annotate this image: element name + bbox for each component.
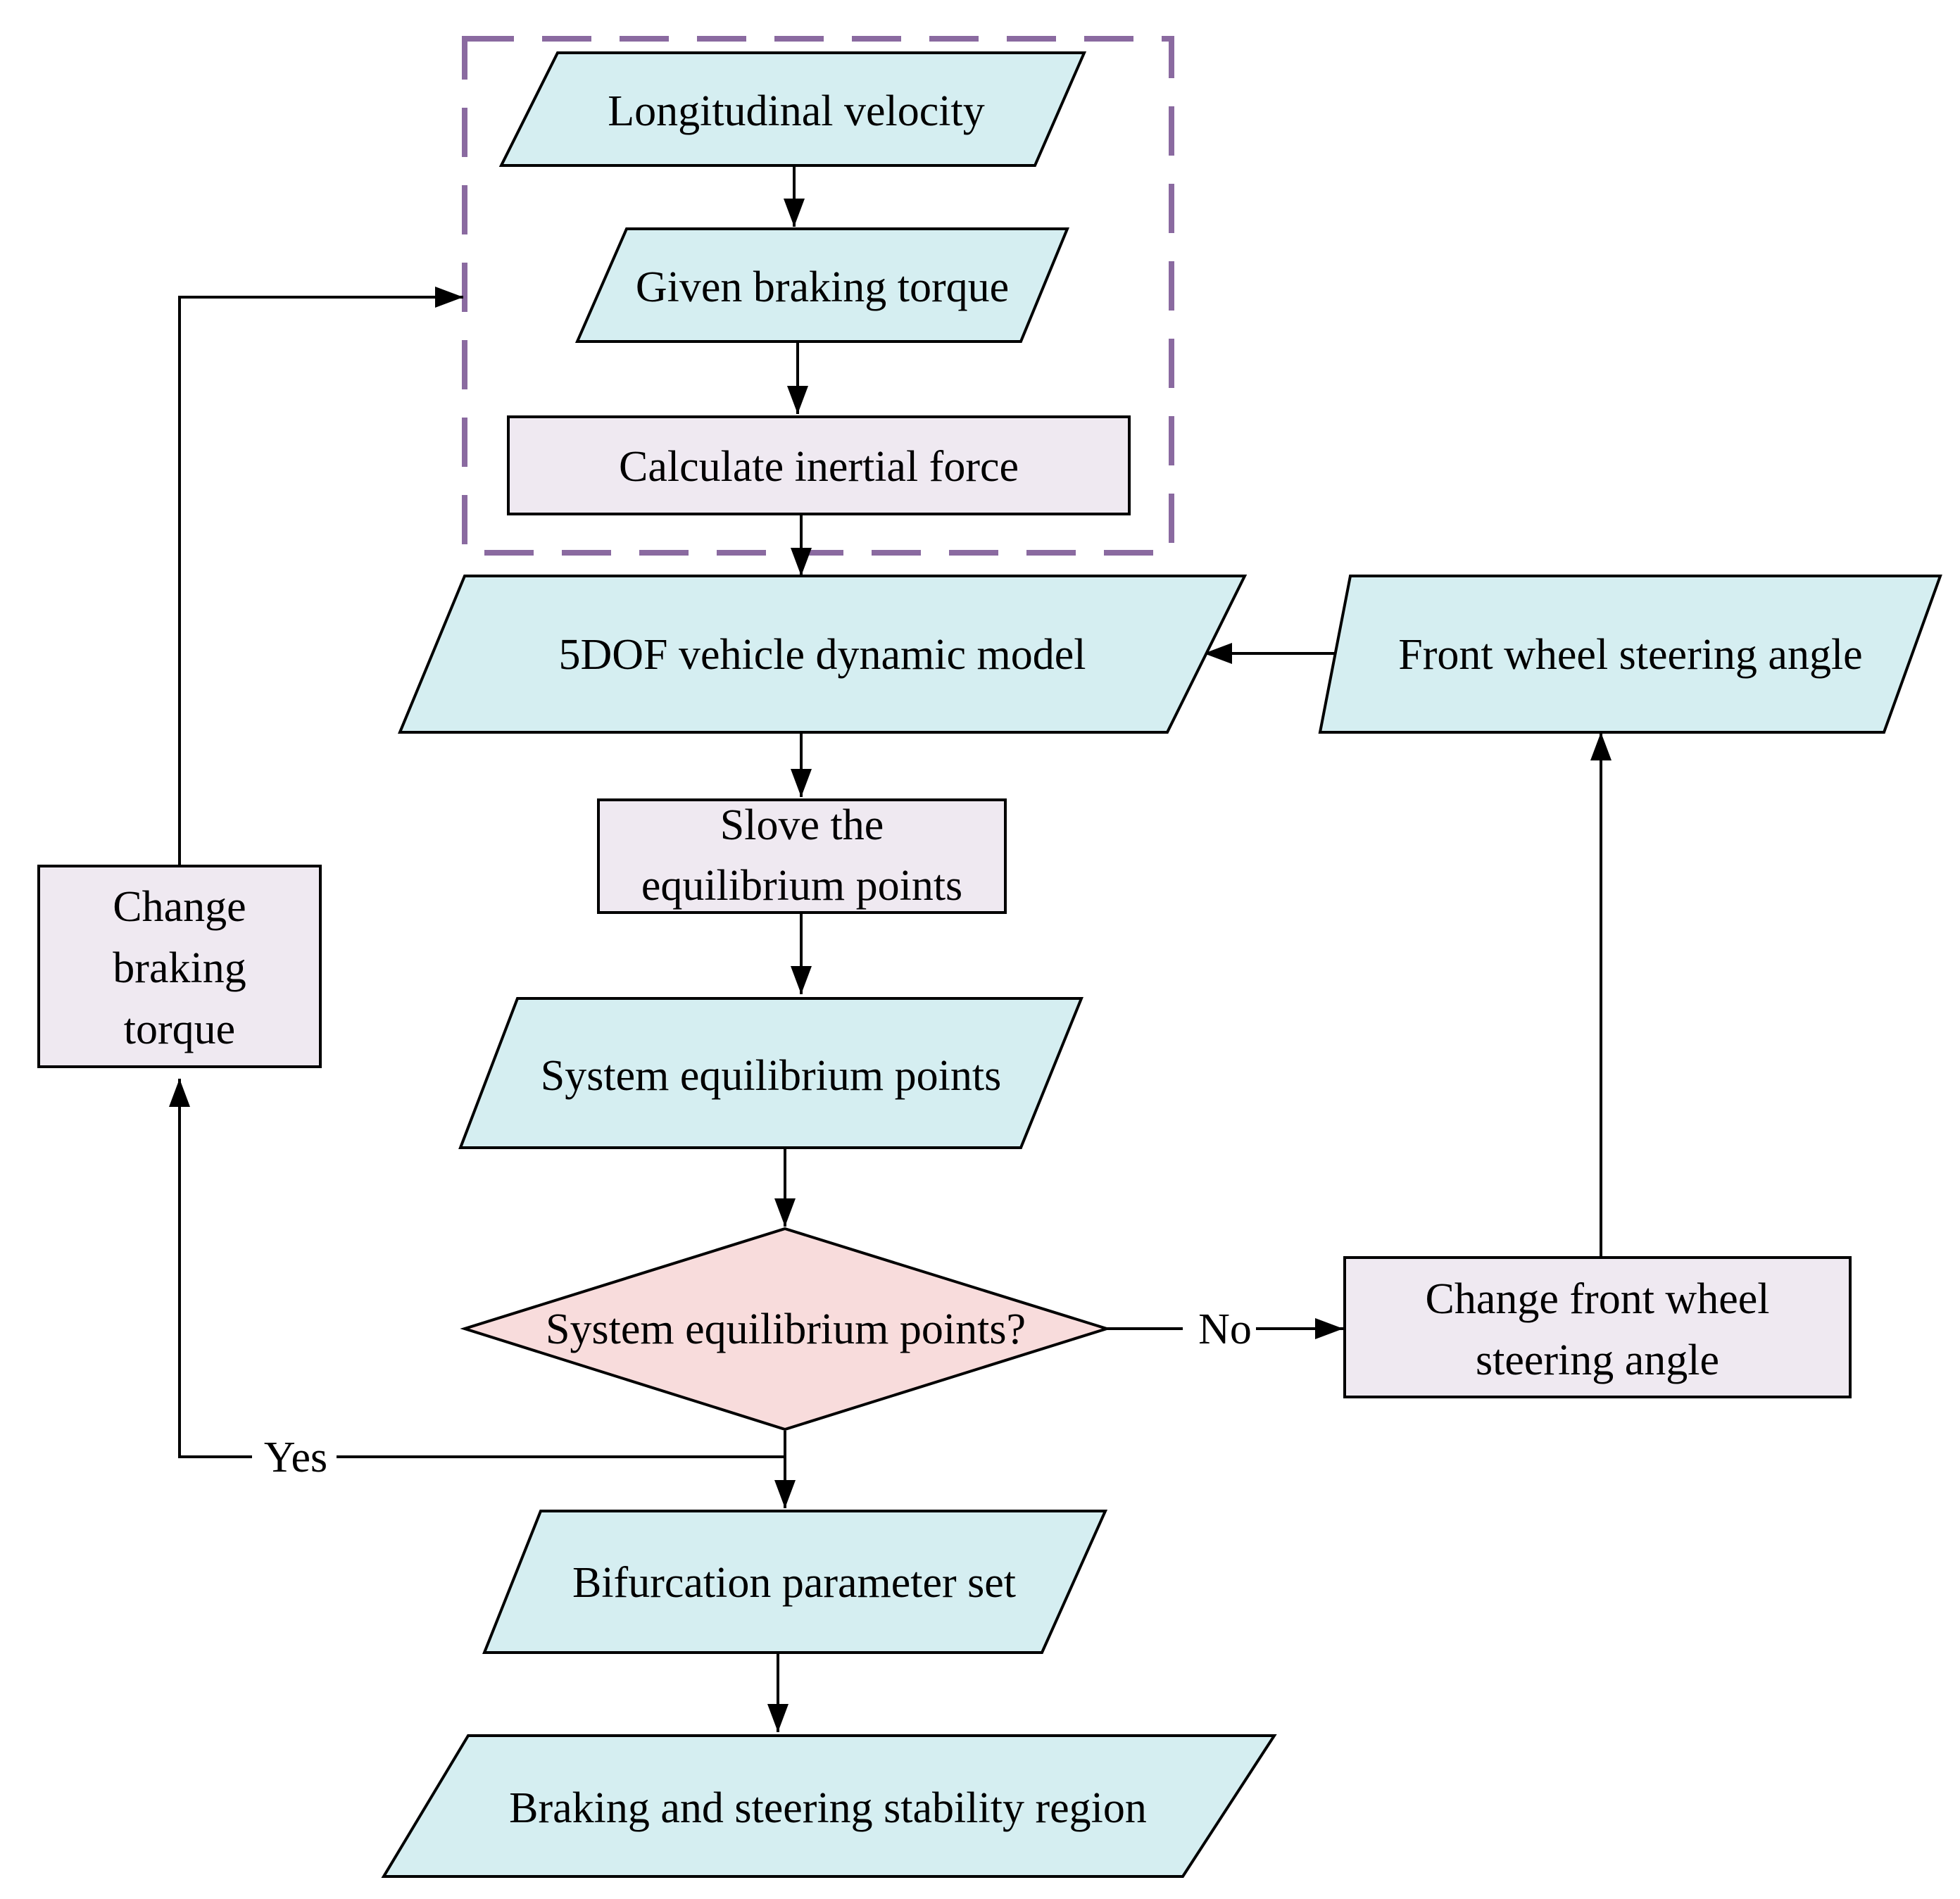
node-stability-region-label: Braking and steering stability region (509, 1784, 1147, 1832)
node-change-braking-torque-label-line1: Change (113, 883, 246, 931)
node-change-front-wheel-angle-label-line1: Change front wheel (1426, 1275, 1770, 1323)
node-longitudinal-velocity-label: Longitudinal velocity (608, 87, 985, 135)
node-bifurcation-parameter-set-label: Bifurcation parameter set (572, 1559, 1016, 1607)
node-solve-equilibrium: Slove the equilibrium points (597, 798, 1007, 914)
node-given-braking-torque-label: Given braking torque (636, 263, 1009, 311)
node-change-front-wheel-angle: Change front wheel steering angle (1343, 1256, 1852, 1398)
node-longitudinal-velocity: Longitudinal velocity (498, 51, 1087, 167)
node-change-front-wheel-angle-label-line2: steering angle (1476, 1336, 1719, 1384)
node-system-equilibrium-points-label: System equilibrium points (541, 1052, 1001, 1100)
input-group-dashed-border (462, 36, 1174, 556)
node-calculate-inertial-force: Calculate inertial force (507, 415, 1131, 515)
node-given-braking-torque: Given braking torque (574, 227, 1069, 343)
node-change-braking-torque: Change braking torque (37, 865, 322, 1068)
node-dof-model: 5DOF vehicle dynamic model (398, 575, 1248, 734)
edge-label-yes: Yes (264, 1434, 327, 1481)
node-calculate-inertial-force-label: Calculate inertial force (619, 443, 1019, 491)
edge-label-no: No (1198, 1305, 1252, 1353)
node-change-braking-torque-label-line2: braking (113, 944, 246, 992)
node-front-wheel-angle: Front wheel steering angle (1318, 575, 1942, 734)
arrow-yes-to-change-braking (169, 1079, 252, 1458)
arrow-change-braking-to-group (178, 287, 463, 866)
node-dof-model-label: 5DOF vehicle dynamic model (559, 631, 1086, 679)
node-decision-equilibrium: System equilibrium points? (460, 1227, 1112, 1431)
node-change-braking-torque-label-line3: torque (124, 1005, 235, 1053)
node-decision-equilibrium-label: System equilibrium points? (546, 1305, 1026, 1353)
node-system-equilibrium-points: System equilibrium points (458, 997, 1083, 1149)
node-solve-equilibrium-label-line1: Slove the (720, 801, 884, 849)
node-solve-equilibrium-label-line2: equilibrium points (641, 862, 962, 910)
connectors (169, 165, 1612, 1732)
node-stability-region: Braking and steering stability region (381, 1734, 1277, 1878)
node-bifurcation-parameter-set: Bifurcation parameter set (482, 1510, 1108, 1654)
node-front-wheel-angle-label: Front wheel steering angle (1398, 631, 1862, 679)
